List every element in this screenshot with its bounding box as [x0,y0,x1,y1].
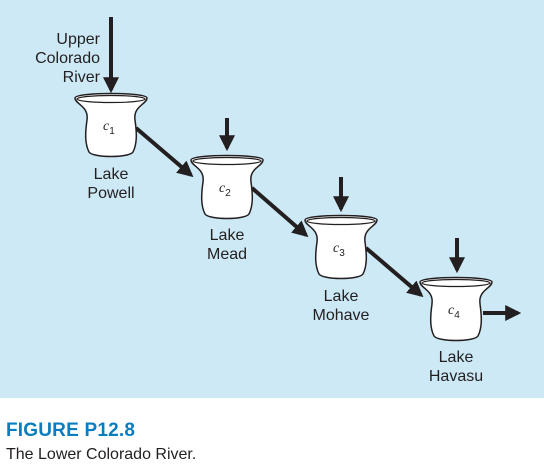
lake-mohave-label: Lake Mohave [312,288,370,324]
flow-arrow-3-4 [364,246,424,298]
tank-lake-mohave: c3 [304,214,378,280]
flow-arrow-2-3 [250,186,309,238]
flow-arrow-1-2 [134,126,194,178]
diagram-panel: c1 c2 c3 c4 Upper Colorado River Lake Po… [0,0,544,398]
tank-lake-havasu: c4 [419,276,493,342]
figure-number: FIGURE P12.8 [6,420,136,441]
lake-mead-label: Lake Mead [206,227,248,263]
lake-havasu-label: Lake Havasu [428,349,484,385]
tank-lake-powell: c1 [74,92,148,158]
tank-variable-c2: c2 [219,181,231,199]
tank-variable-c3: c3 [333,241,345,259]
tank-variable-c4: c4 [448,303,460,321]
figure-caption: The Lower Colorado River. [6,446,197,463]
tank-variable-c1: c1 [103,119,115,137]
reservoir-diagram: c1 c2 c3 c4 [74,17,522,342]
upper-colorado-river-label: Upper Colorado River [35,31,100,86]
tank-lake-mead: c2 [190,154,264,220]
lake-powell-label: Lake Powell [87,166,135,202]
